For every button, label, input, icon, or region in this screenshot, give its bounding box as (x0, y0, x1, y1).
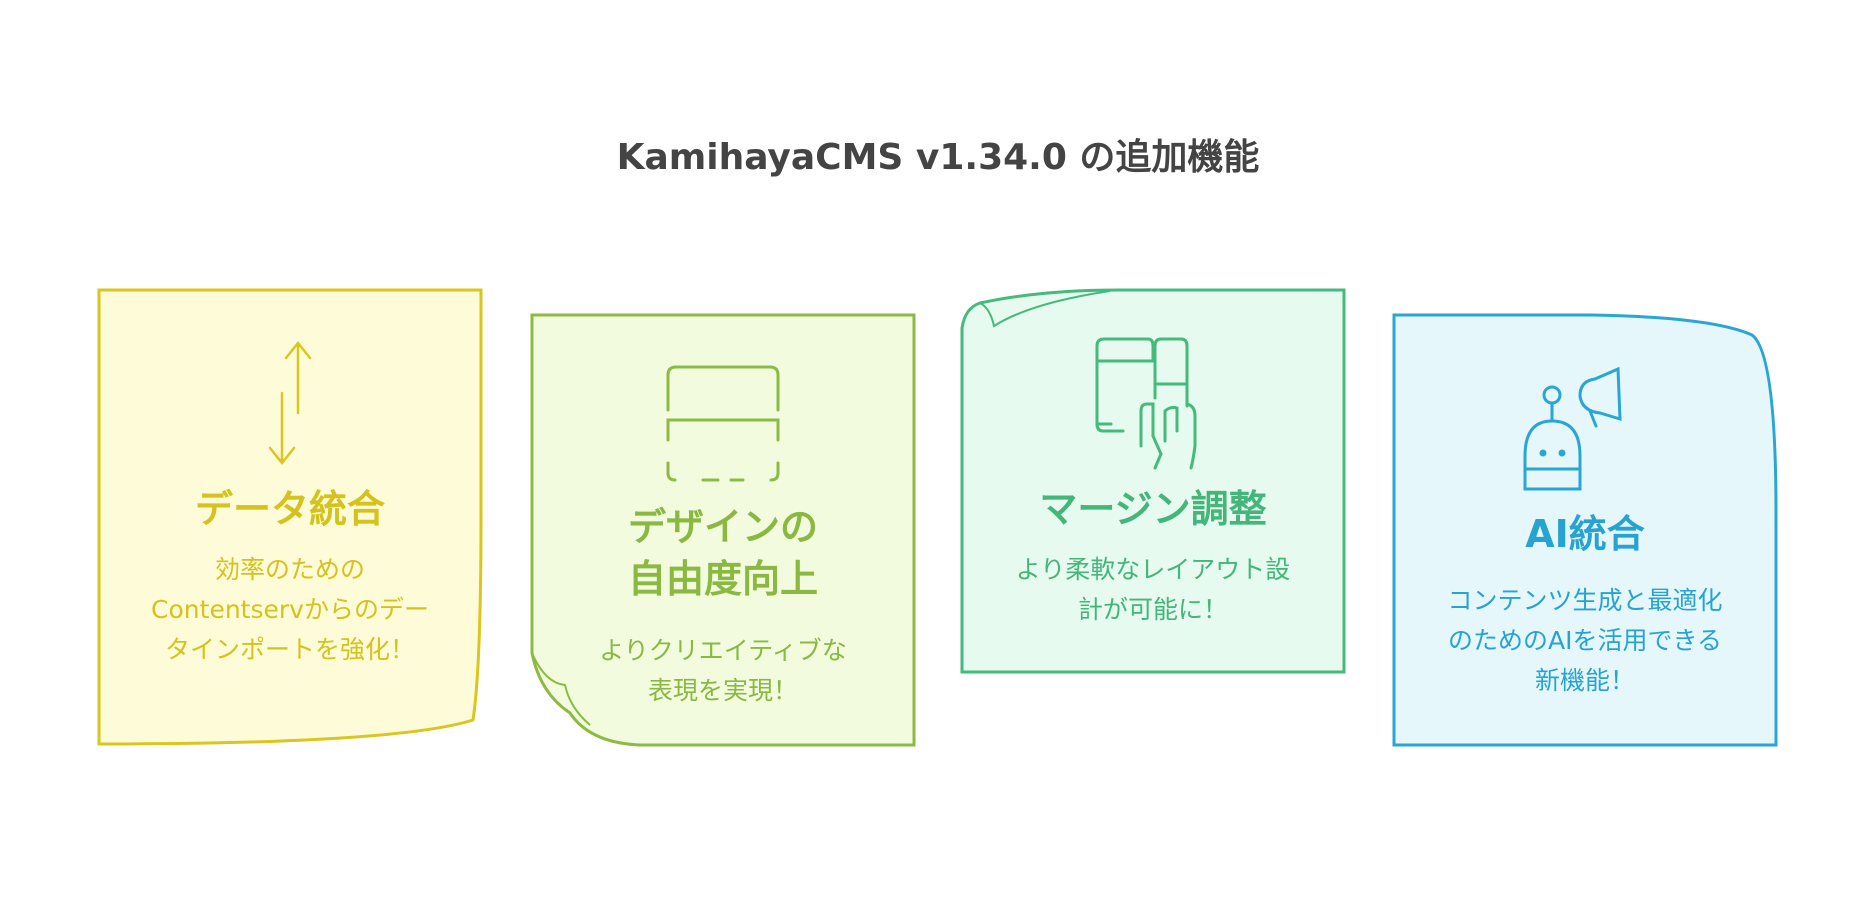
card-background (960, 288, 1346, 674)
feature-card-ai-integration: AI統合 コンテンツ生成と最適化のためのAIを活用できる新機能！ (1392, 313, 1778, 747)
card-description: よりクリエイティブな表現を実現！ (599, 636, 847, 705)
feature-card-margin-adjust: マージン調整 より柔軟なレイアウト設計が可能に！ (960, 288, 1346, 674)
layout-frame-icon (666, 365, 780, 482)
card-title: データ統合 (194, 487, 385, 531)
card-title: AI統合 (1525, 512, 1645, 556)
card-background (97, 288, 483, 746)
feature-card-data-integration: データ統合 効率のためのContentservからのデータインポートを強化！ (97, 288, 483, 746)
card-background (530, 313, 916, 747)
card-title: マージン調整 (1039, 487, 1267, 531)
card-title: デザインの自由度向上 (627, 505, 818, 601)
responsive-devices-hand-icon (1095, 337, 1197, 470)
card-description: 効率のためのContentservからのデータインポートを強化！ (151, 555, 429, 664)
diagram-title: KamihayaCMS v1.34.0 の追加機能 (616, 137, 1260, 178)
robot-megaphone-icon (1523, 366, 1622, 491)
card-description: より柔軟なレイアウト設計が可能に！ (1015, 555, 1291, 624)
feature-card-design-freedom: デザインの自由度向上 よりクリエイティブな表現を実現！ (530, 313, 916, 747)
vertical-arrows-icon (268, 340, 312, 466)
card-background (1392, 313, 1778, 747)
card-description: コンテンツ生成と最適化のためのAIを活用できる新機能！ (1447, 586, 1723, 695)
